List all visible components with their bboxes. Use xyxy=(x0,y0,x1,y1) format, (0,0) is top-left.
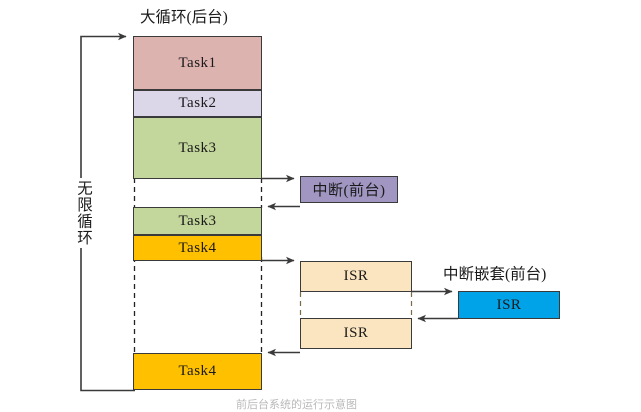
main-loop-title: 大循环(后台) xyxy=(140,9,228,26)
task4-block: Task4 xyxy=(133,235,262,261)
task3-block: Task3 xyxy=(133,117,262,179)
nested-interrupt-label: 中断嵌套(前台) xyxy=(443,266,547,283)
task1-block: Task1 xyxy=(133,36,262,90)
figure-caption: 前后台系统的运行示意图 xyxy=(236,399,357,411)
dashed-guides xyxy=(133,178,263,355)
task3-resume-block: Task3 xyxy=(133,207,262,235)
task2-block: Task2 xyxy=(133,90,262,117)
interrupt-block: 中断(前台) xyxy=(300,176,398,203)
isr-lower-block: ISR xyxy=(300,318,412,349)
isr-upper-block: ISR xyxy=(300,261,412,292)
infinite-loop-label: 无限循环 xyxy=(72,178,94,248)
isr-dashed-guides xyxy=(299,292,413,318)
nested-isr-block: ISR xyxy=(458,291,560,319)
task4-resume-block: Task4 xyxy=(133,353,262,390)
